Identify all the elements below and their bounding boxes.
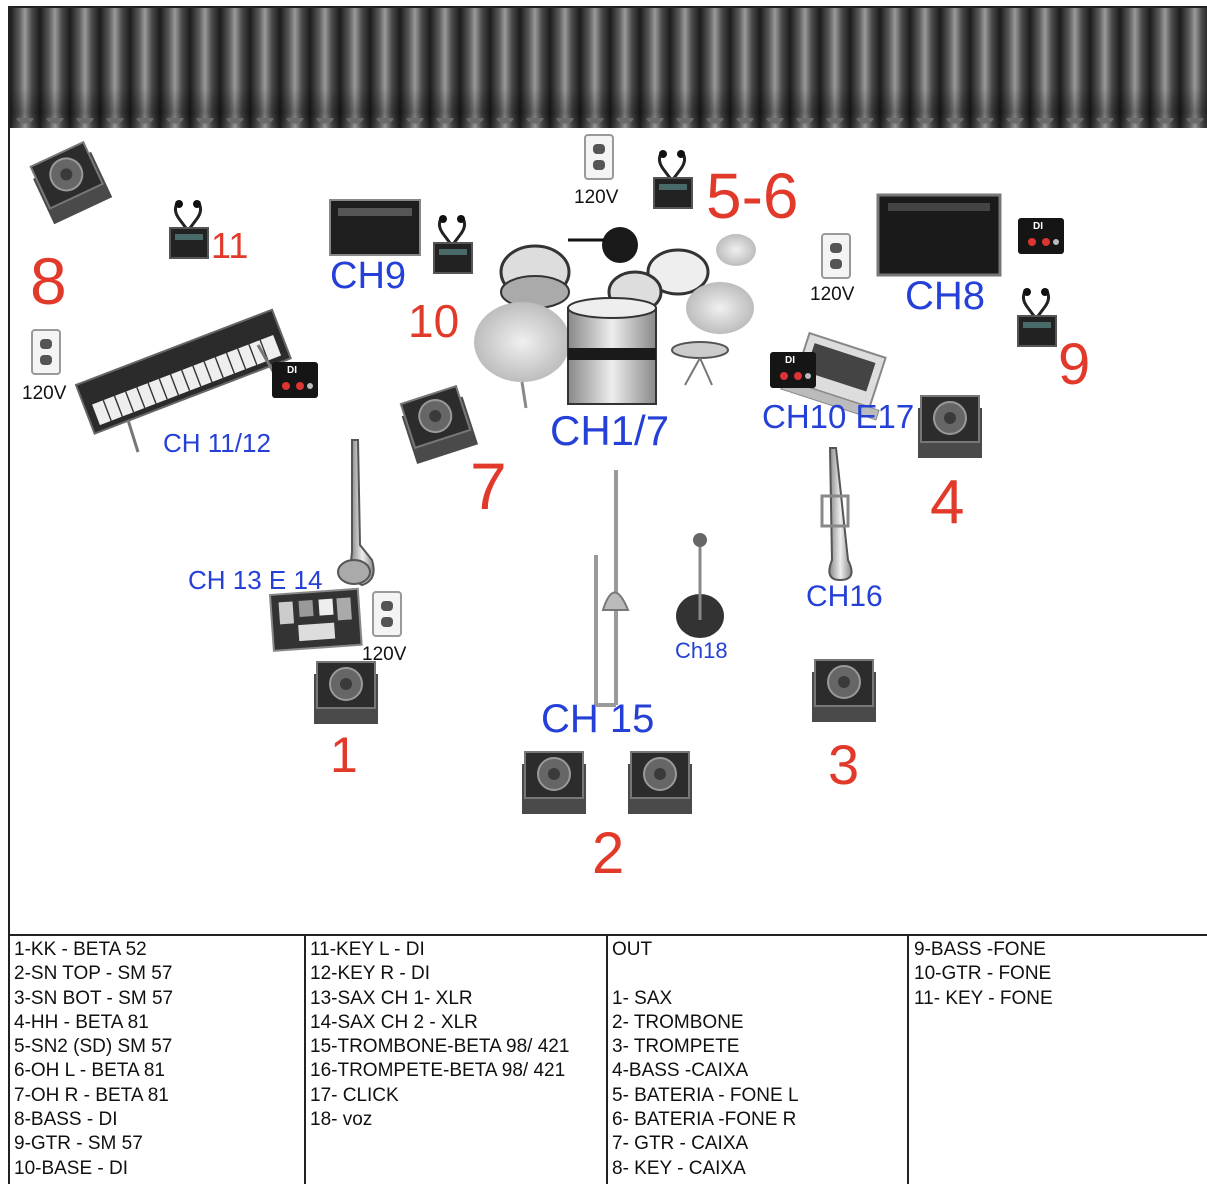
legend-col-inputs-2: 11-KEY L - DI 12-KEY R - DI 13-SAX CH 1-… <box>304 936 606 1186</box>
outlet-label-top: 120V <box>574 187 619 208</box>
monitor-number-9: 9 <box>1058 332 1091 397</box>
channel-label-ch13-14: CH 13 E 14 <box>188 565 323 595</box>
monitor-number-5-6: 5-6 <box>706 160 799 232</box>
legend-row: 11- KEY - FONE <box>914 987 1053 1009</box>
legend-row: 2-SN TOP - SM 57 <box>14 963 173 985</box>
legend-row: 6-OH L - BETA 81 <box>14 1060 165 1082</box>
di-badge-laptop: DI <box>785 355 795 366</box>
channel-label-ch1-7: CH1/7 <box>550 407 670 454</box>
legend-row: 4-HH - BETA 81 <box>14 1011 149 1033</box>
monitor-wedge-8 <box>27 139 114 226</box>
legend-row: 5-SN2 (SD) SM 57 <box>14 1036 173 1058</box>
legend-row: 3- TROMPETE <box>612 1036 740 1058</box>
legend-divider <box>304 934 306 1184</box>
legend-row: 3-SN BOT - SM 57 <box>14 987 174 1009</box>
legend-row: 8- KEY - CAIXA <box>612 1157 746 1179</box>
legend-spacer <box>612 962 908 986</box>
legend-row: 5- BATERIA - FONE L <box>612 1084 799 1106</box>
legend-col-outputs: OUT 1- SAX 2- TROMBONE 3- TROMPETE 4-BAS… <box>606 936 908 1186</box>
monitor-number-7: 7 <box>470 449 507 523</box>
legend-row: 2- TROMBONE <box>612 1011 744 1033</box>
legend-row: 12-KEY R - DI <box>310 963 431 985</box>
legend-divider <box>606 934 608 1184</box>
monitor-number-2: 2 <box>592 821 625 886</box>
legend-col-inputs-1: 1-KK - BETA 52 2-SN TOP - SM 57 3-SN BOT… <box>8 936 304 1186</box>
legend-row: 9-GTR - SM 57 <box>14 1133 143 1155</box>
legend-row: 1-KK - BETA 52 <box>14 939 147 960</box>
monitor-number-3: 3 <box>828 733 860 796</box>
monitor-number-10: 10 <box>408 295 460 347</box>
monitor-number-11: 11 <box>211 225 249 266</box>
legend-header-out: OUT <box>612 939 653 960</box>
di-badge-keys: DI <box>287 365 297 376</box>
legend-divider <box>8 934 10 1184</box>
channel-label-ch8: CH8 <box>905 274 986 318</box>
legend-row: 18- voz <box>310 1109 373 1131</box>
legend-row: 7-OH R - BETA 81 <box>14 1084 169 1106</box>
stage-drawing <box>27 134 1064 815</box>
legend-col-outputs-2: 9-BASS -FONE 10-GTR - FONE 11- KEY - FON… <box>908 936 1207 1186</box>
stage-frame <box>8 6 1207 1184</box>
legend-row: 6- BATERIA -FONE R <box>612 1109 797 1131</box>
legend-row: 15-TROMBONE-BETA 98/ 421 <box>310 1036 570 1058</box>
legend-divider <box>907 934 909 1184</box>
legend-row: 10-GTR - FONE <box>914 963 1052 985</box>
monitor-number-1: 1 <box>330 727 358 783</box>
channel-label-ch9: CH9 <box>330 255 407 297</box>
outlet-label-right: 120V <box>810 284 855 305</box>
legend-row: 10-BASE - DI <box>14 1157 129 1179</box>
legend-row: 7- GTR - CAIXA <box>612 1133 749 1155</box>
channel-label-ch15: CH 15 <box>541 697 655 741</box>
channel-label-ch10-17: CH10 E17 <box>762 398 915 435</box>
legend-row: 14-SAX CH 2 - XLR <box>310 1011 478 1033</box>
channel-label-ch11-12: CH 11/12 <box>163 428 271 458</box>
legend-row: 11-KEY L - DI <box>310 939 425 960</box>
legend-row: 17- CLICK <box>310 1084 399 1106</box>
di-badge-guitar: DI <box>1033 221 1043 232</box>
legend-row: 13-SAX CH 1- XLR <box>310 987 473 1009</box>
legend-row: 8-BASS - DI <box>14 1109 118 1131</box>
legend-row: 9-BASS -FONE <box>914 939 1046 960</box>
channel-label-ch16: CH16 <box>806 580 883 613</box>
monitor-number-4: 4 <box>930 468 965 537</box>
legend-row: 4-BASS -CAIXA <box>612 1060 749 1082</box>
channel-legend-table: 1-KK - BETA 52 2-SN TOP - SM 57 3-SN BOT… <box>8 934 1207 1184</box>
outlet-label-sax: 120V <box>362 644 407 665</box>
outlet-label-left: 120V <box>22 383 67 404</box>
monitor-number-8: 8 <box>30 244 67 318</box>
legend-row: 16-TROMPETE-BETA 98/ 421 <box>310 1060 566 1082</box>
legend-row: 1- SAX <box>612 987 673 1009</box>
channel-label-ch18: Ch18 <box>675 638 728 663</box>
curtain-hem <box>10 118 1207 132</box>
